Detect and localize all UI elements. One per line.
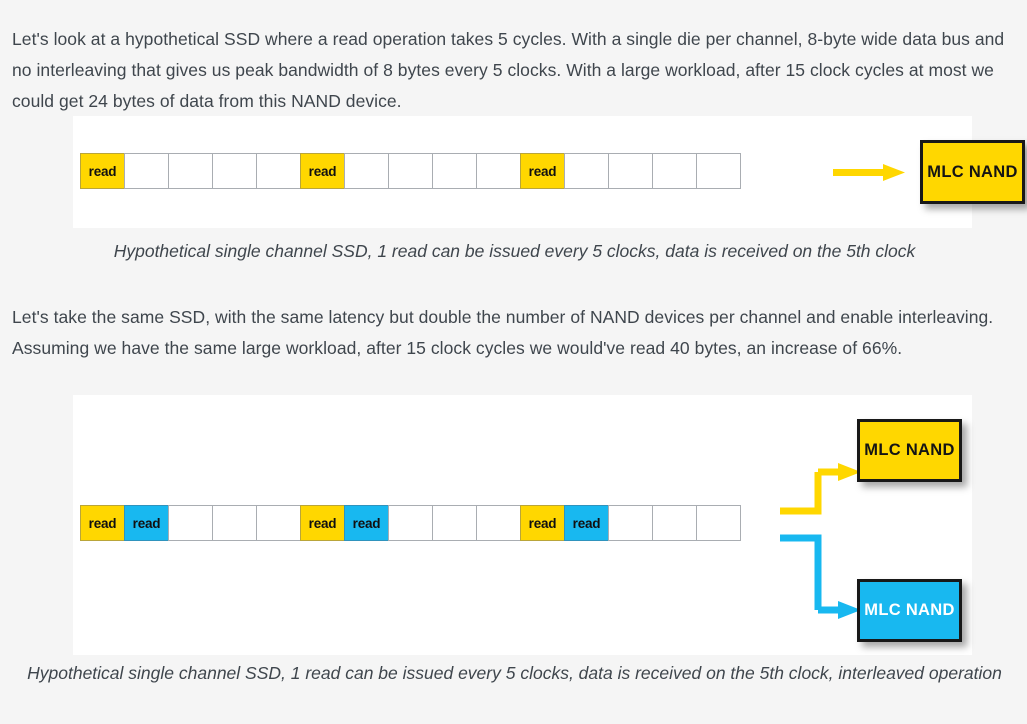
clock-cell-idle <box>344 153 389 189</box>
clock-cell-read: read <box>80 505 125 541</box>
data-path-arrow-yellow <box>833 164 905 181</box>
clock-cell-idle <box>432 153 477 189</box>
nand-device-blue: MLC NAND <box>857 579 962 642</box>
clock-cell-idle <box>212 505 257 541</box>
clock-cell-read: read <box>80 153 125 189</box>
clock-cell-idle <box>432 505 477 541</box>
clock-cell-idle <box>256 153 301 189</box>
clock-cell-idle <box>696 505 741 541</box>
clock-cell-idle <box>168 153 213 189</box>
clock-cell-idle <box>652 505 697 541</box>
clock-cell-idle <box>608 505 653 541</box>
clock-cell-read: read <box>344 505 389 541</box>
nand-device-yellow: MLC NAND <box>920 140 1025 204</box>
clock-cell-label: read <box>572 515 601 531</box>
clock-cell-idle <box>696 153 741 189</box>
nand-device-label: MLC NAND <box>864 441 955 459</box>
clock-cell-label: read <box>88 515 117 531</box>
clock-cell-read: read <box>124 505 169 541</box>
clock-cell-idle <box>652 153 697 189</box>
clock-cell-idle <box>124 153 169 189</box>
clock-cell-read: read <box>520 505 565 541</box>
clock-cell-idle <box>564 153 609 189</box>
figure-caption-1: Hypothetical single channel SSD, 1 read … <box>113 241 916 261</box>
figure-interleaved-ssd: read read read read read read MLC NAND MLC NA… <box>73 395 972 655</box>
clock-cell-label: read <box>308 515 337 531</box>
clock-cell-idle <box>476 505 521 541</box>
data-path-arrow-blue <box>780 534 861 619</box>
clock-cell-idle <box>388 153 433 189</box>
figure-single-channel-ssd: read read read MLC NAND <box>73 116 1025 228</box>
clock-cell-idle <box>256 505 301 541</box>
data-path-arrow-yellow <box>780 463 861 515</box>
clock-cell-read: read <box>520 153 565 189</box>
clock-cell-read: read <box>300 153 345 189</box>
clock-cell-read: read <box>300 505 345 541</box>
clock-cell-idle <box>608 153 653 189</box>
paragraph-interleaved: Let's take the same SSD, with the same l… <box>12 306 994 358</box>
nand-device-label: MLC NAND <box>864 601 955 619</box>
clock-cell-idle <box>476 153 521 189</box>
nand-device-yellow: MLC NAND <box>857 419 962 482</box>
clock-cell-label: read <box>528 163 557 179</box>
clock-cell-read: read <box>564 505 609 541</box>
clock-cell-label: read <box>132 515 161 531</box>
paragraph-non-interleaved: Let's look at a hypothetical SSD where a… <box>12 28 1005 111</box>
clock-cell-idle <box>212 153 257 189</box>
clock-cell-idle <box>388 505 433 541</box>
clock-cell-label: read <box>352 515 381 531</box>
clock-cell-idle <box>168 505 213 541</box>
clock-cell-label: read <box>308 163 337 179</box>
clock-cycle-row-interleaved: read read read read read read <box>80 505 741 541</box>
figure-caption-2: Hypothetical single channel SSD, 1 read … <box>27 663 1002 683</box>
nand-device-label: MLC NAND <box>927 162 1018 181</box>
clock-cell-label: read <box>528 515 557 531</box>
clock-cycle-row: read read read <box>80 153 741 189</box>
clock-cell-label: read <box>88 163 117 179</box>
